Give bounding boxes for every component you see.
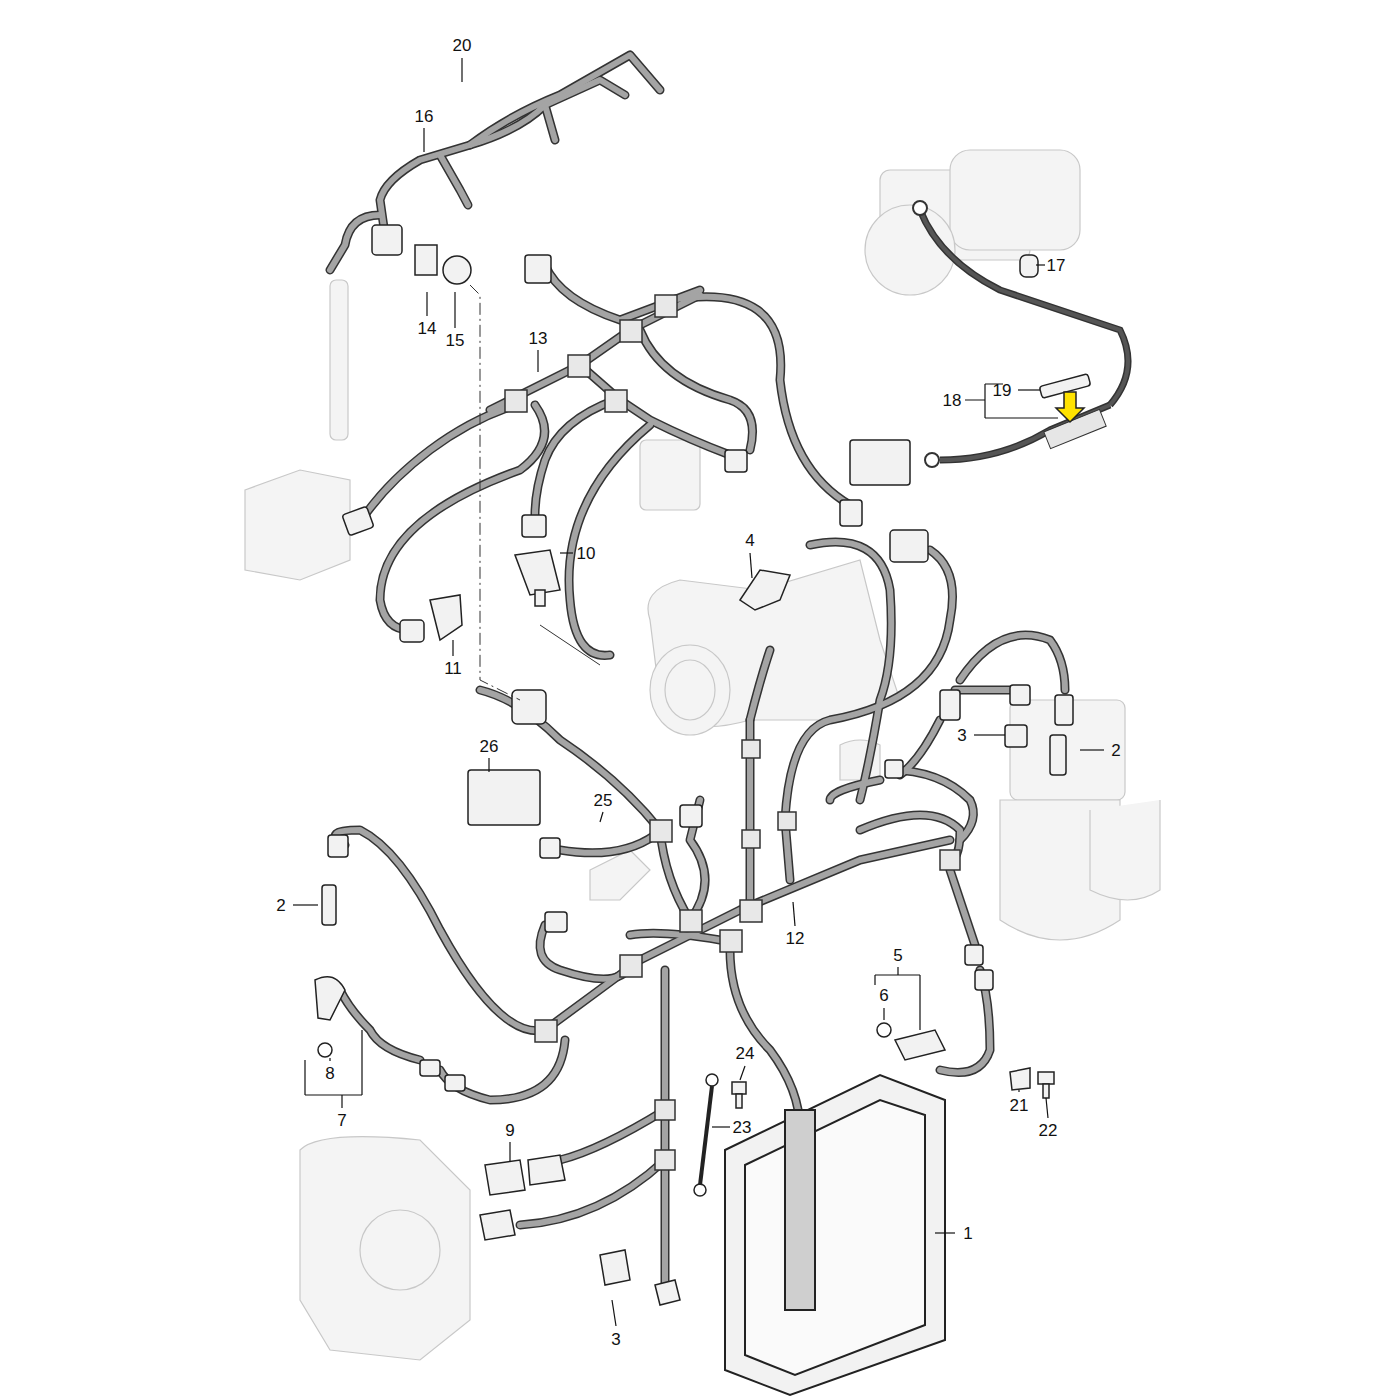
callout-number: 18	[941, 391, 964, 410]
callout-number: 13	[527, 329, 550, 348]
callout-number: 17	[1045, 256, 1068, 275]
callout-number: 2	[1109, 741, 1122, 760]
callout-number: 20	[451, 36, 474, 55]
callout-number: 16	[413, 107, 436, 126]
callout-number: 3	[609, 1330, 622, 1349]
callout-number: 7	[335, 1111, 348, 1130]
callout-number: 19	[991, 381, 1014, 400]
callout-number: 11	[442, 659, 464, 678]
callout-number: 25	[592, 791, 615, 810]
callout-number: 14	[416, 319, 439, 338]
callout-number: 2	[274, 896, 287, 915]
callout-number: 6	[877, 986, 890, 1005]
callout-number: 3	[955, 726, 968, 745]
callout-number: 12	[784, 929, 807, 948]
callout-number: 10	[575, 544, 598, 563]
callout-number: 5	[891, 946, 904, 965]
callout-number: 15	[444, 331, 467, 350]
callout-number: 21	[1008, 1096, 1031, 1115]
callout-number: 8	[323, 1064, 336, 1083]
callout-number: 24	[734, 1044, 757, 1063]
callout-number: 26	[478, 737, 501, 756]
callout-number: 4	[743, 531, 756, 550]
callout-number: 1	[961, 1224, 974, 1243]
callout-number: 22	[1037, 1121, 1060, 1140]
callout-number: 9	[503, 1121, 516, 1140]
callout-number: 23	[731, 1118, 754, 1137]
